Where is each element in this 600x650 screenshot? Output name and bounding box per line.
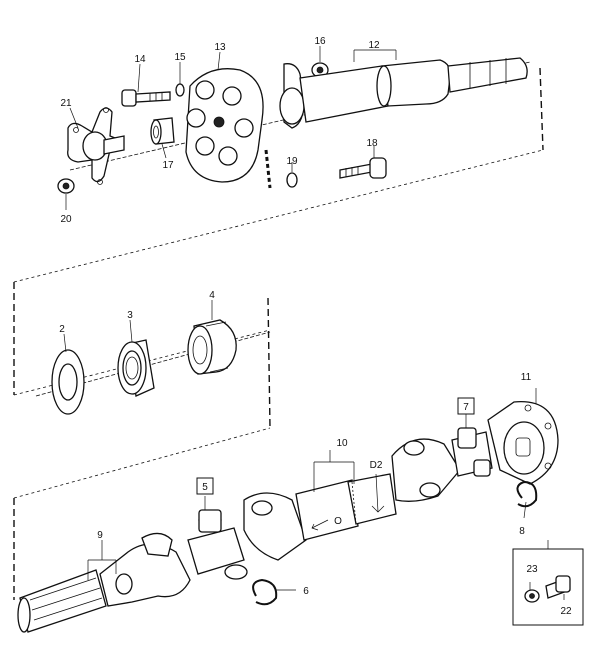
- bushing-17: [150, 117, 175, 145]
- callout-18: 18: [366, 138, 378, 149]
- yoke-left: [99, 532, 191, 607]
- callout-7: 7: [463, 402, 469, 413]
- yoke-shaft-10: [243, 473, 397, 561]
- flex-disc-13: [185, 68, 264, 183]
- callout-14: 14: [134, 54, 146, 65]
- callout-6: 6: [303, 586, 309, 597]
- callout-12: 12: [368, 40, 380, 51]
- universal-joint-assembly: [17, 401, 584, 633]
- bearing-3: [117, 339, 155, 397]
- bolt-18: [339, 157, 387, 179]
- seal-2: [51, 349, 85, 415]
- shaft-12: [279, 57, 528, 129]
- callout-2: 2: [59, 324, 65, 335]
- marking-d2: D2: [370, 460, 383, 471]
- callout-22: 22: [560, 606, 572, 617]
- marking-arrow-o: O: [334, 516, 342, 527]
- inset-box: [512, 548, 584, 626]
- bearing-assembly: [35, 319, 271, 415]
- washer-19: [286, 172, 298, 188]
- callout-17: 17: [162, 160, 174, 171]
- callout-23: 23: [526, 564, 538, 575]
- spider-flange-21: [67, 107, 125, 185]
- shaft-markings: [311, 473, 385, 531]
- yoke-right: [391, 438, 461, 502]
- callout-16: 16: [314, 36, 326, 47]
- cross-5: [187, 509, 248, 580]
- callout-20: 20: [60, 214, 72, 225]
- circlip-6: [252, 578, 278, 606]
- bolt-14: [121, 89, 171, 107]
- nut-20: [57, 178, 75, 194]
- cross-7: [451, 427, 493, 477]
- washer-15: [175, 83, 185, 97]
- callout-10: 10: [336, 438, 348, 449]
- circlip-8: [516, 480, 538, 508]
- callout-7-box: [457, 397, 475, 415]
- callout-4: 4: [209, 290, 215, 301]
- callout-8: 8: [519, 526, 525, 537]
- callout-19: 19: [286, 156, 298, 167]
- callout-9: 9: [97, 530, 103, 541]
- callout-5-box: [196, 477, 214, 495]
- callout-15: 15: [174, 52, 186, 63]
- callout-3: 3: [127, 310, 133, 321]
- callout-5: 5: [202, 482, 208, 493]
- flange-11: [487, 401, 559, 485]
- callout-21: 21: [60, 98, 72, 109]
- callout-labels: 21 20 14 15 13 17 16 12 19 18 2 3 4 9 10…: [59, 36, 572, 617]
- callout-11: 11: [521, 372, 532, 383]
- callout-13: 13: [214, 42, 226, 53]
- support-4: [187, 319, 237, 375]
- nut-16: [311, 62, 329, 78]
- flex-coupling-assembly: [57, 57, 531, 194]
- leader-lines: [63, 46, 565, 600]
- splined-stub-9: [17, 569, 107, 633]
